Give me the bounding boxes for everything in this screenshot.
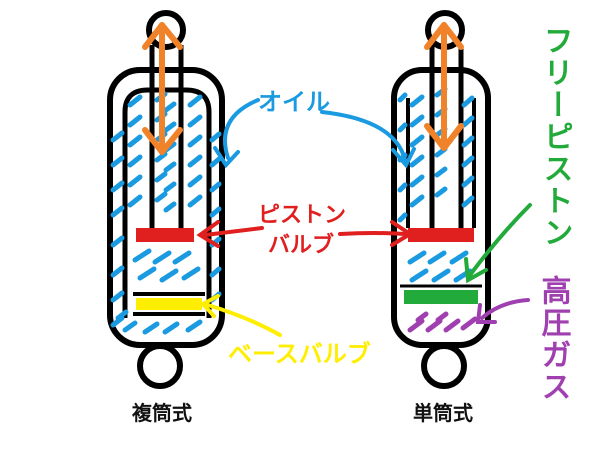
gas-leader <box>475 298 530 324</box>
mono-tube-absorber <box>391 10 491 389</box>
piston-valve-label-line1: ピストン <box>258 203 346 228</box>
twin-tube-absorber <box>107 10 225 389</box>
mono-tube-bottom-eye <box>421 343 467 389</box>
twin-tube-bottom-eye <box>137 343 183 389</box>
base-valve-leader <box>199 294 282 337</box>
oil-label: オイル <box>258 88 330 116</box>
mono-tube-stroke-arrow <box>424 22 464 151</box>
twin-tube-piston-valve <box>136 228 194 242</box>
mono-tube-caption: 単筒式 <box>413 401 473 425</box>
mono-tube-piston-valve <box>408 228 474 242</box>
twin-tube-oil <box>110 91 222 335</box>
twin-tube-inner-tube <box>122 87 212 318</box>
piston-valve-leaders <box>196 220 414 248</box>
twin-tube-top-eye <box>146 10 186 50</box>
twin-tube-stroke-arrow <box>142 22 183 155</box>
mono-tube-gas <box>407 311 478 333</box>
oil-leaders <box>222 98 407 162</box>
mono-tube-free-piston <box>404 290 478 304</box>
free-piston-label: フリーピストン <box>538 25 573 249</box>
oil-leader-arrowheads <box>213 146 416 169</box>
twin-tube-base-valve <box>136 298 202 310</box>
piston-valve-label-line2: バルブ <box>268 232 334 258</box>
base-valve-label: ベースバルブ <box>228 340 371 368</box>
high-pressure-gas-label: 高圧ガス <box>536 275 572 403</box>
twin-tube-caption: 複筒式 <box>132 401 192 425</box>
free-piston-leader <box>464 203 532 284</box>
